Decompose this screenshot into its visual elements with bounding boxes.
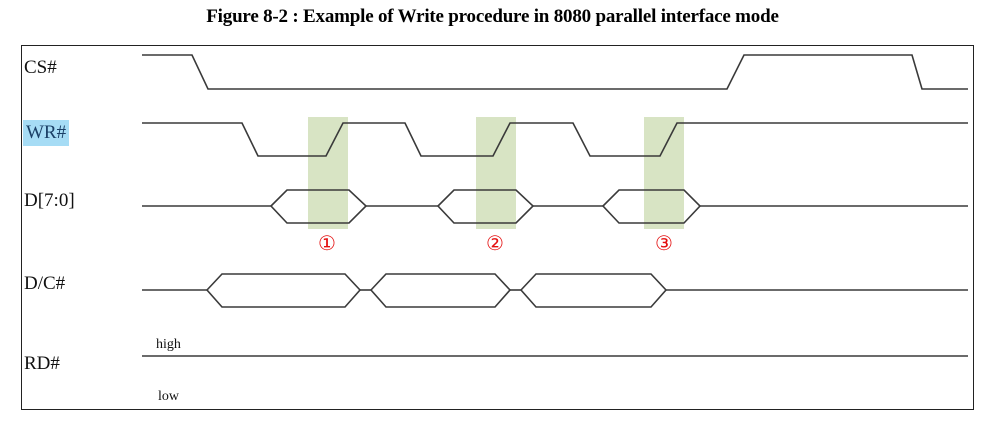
wr-waveform bbox=[142, 122, 968, 157]
cs-waveform bbox=[142, 54, 968, 90]
rd-high-label: high bbox=[156, 337, 181, 352]
marker-1: ① bbox=[318, 233, 336, 255]
diagram-frame bbox=[21, 45, 974, 410]
marker-2: ② bbox=[486, 233, 504, 255]
signal-label-data: D[7:0] bbox=[24, 190, 75, 211]
data-bus-waveform bbox=[142, 189, 968, 224]
rd-low-label: low bbox=[158, 389, 179, 404]
signal-label-rd: RD# bbox=[24, 353, 60, 374]
figure-title: Figure 8-2 : Example of Write procedure … bbox=[206, 6, 779, 27]
signal-label-cs: CS# bbox=[24, 57, 57, 78]
latch-highlight-bands bbox=[308, 117, 684, 229]
dc-waveform bbox=[142, 273, 968, 308]
marker-3: ③ bbox=[655, 233, 673, 255]
signal-label-dc: D/C# bbox=[24, 273, 66, 294]
signal-label-wr: WR# bbox=[23, 120, 70, 146]
